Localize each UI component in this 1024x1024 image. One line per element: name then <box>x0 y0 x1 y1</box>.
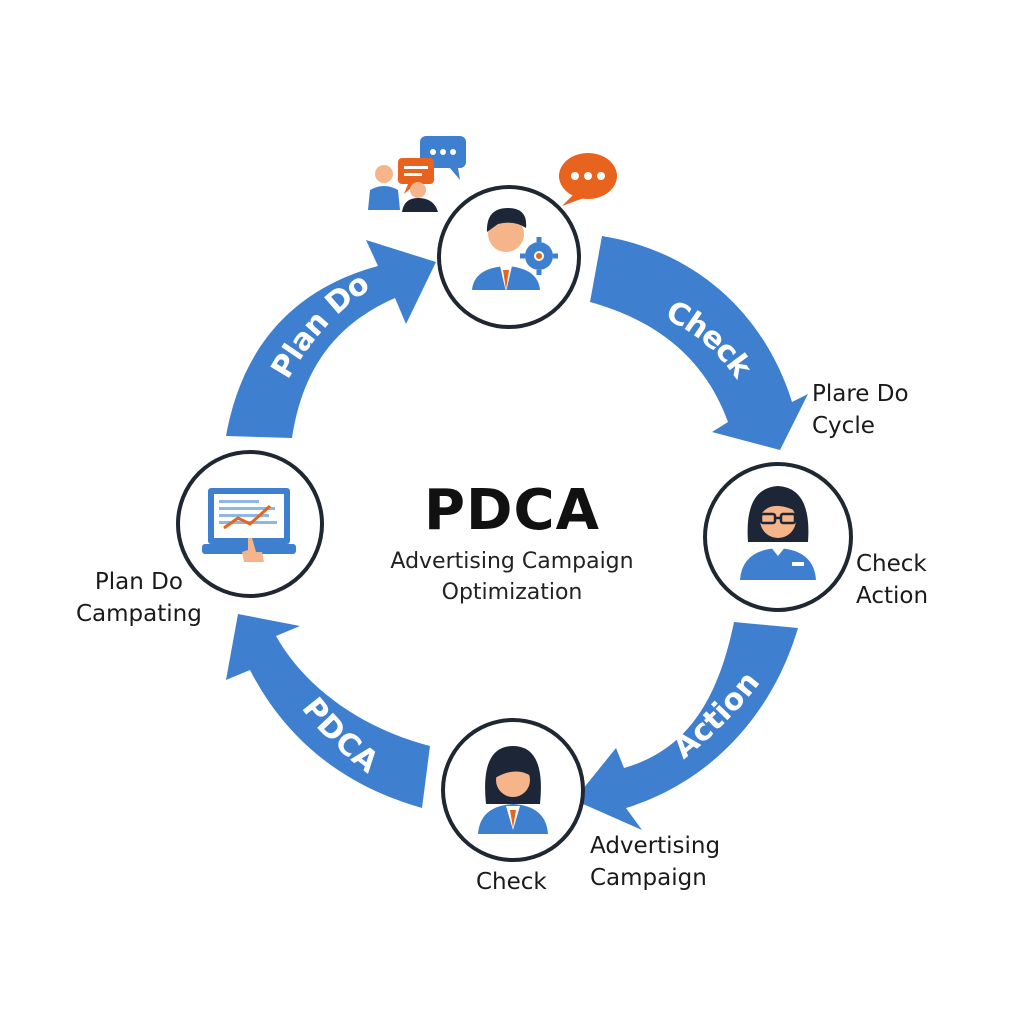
label-line: Advertising <box>590 833 721 859</box>
label-line: Cycle <box>812 413 875 439</box>
label-check-action: Check Action <box>856 548 928 612</box>
arrow-pdca: PDCA <box>226 614 430 808</box>
subtitle-line-2: Optimization <box>441 580 583 605</box>
meeting-chat-icon <box>368 136 466 212</box>
label-line: Campating <box>76 601 202 627</box>
arrow-plan-do: Plan Do <box>226 240 436 438</box>
speech-bubble-icon <box>559 153 617 206</box>
node-bottom <box>441 718 585 862</box>
label-plan-do-campating: Plan Do Campating <box>76 566 202 630</box>
subtitle-line-1: Advertising Campaign <box>390 549 634 574</box>
businessman-gear-icon <box>472 208 558 292</box>
label-line: Action <box>856 583 929 609</box>
label-advertising-campaign: Advertising Campaign <box>590 830 720 894</box>
label-plare-do-cycle: Plare Do Cycle <box>812 378 909 442</box>
woman-avatar-icon <box>478 746 548 834</box>
diagram-subtitle: Advertising Campaign Optimization <box>362 546 662 608</box>
node-left <box>176 450 324 598</box>
node-top <box>437 185 581 329</box>
label-line: Plare Do <box>812 381 909 407</box>
arrow-check: Check <box>590 236 808 450</box>
woman-glasses-icon <box>740 486 816 580</box>
diagram-title: PDCA <box>424 478 600 543</box>
label-check: Check <box>476 869 547 895</box>
label-line: Campaign <box>590 865 707 891</box>
label-line: Check <box>856 551 927 577</box>
arrow-action: Action <box>574 622 798 830</box>
node-right <box>703 462 853 612</box>
label-line: Plan Do <box>94 569 183 595</box>
laptop-chart-icon <box>202 488 296 562</box>
